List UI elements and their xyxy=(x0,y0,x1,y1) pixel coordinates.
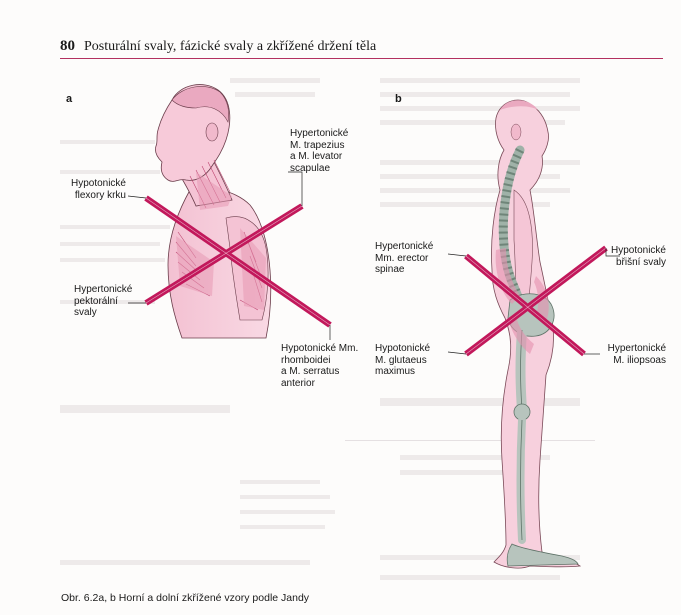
label-hypotonic-rhomboids: Hypotonické Mm. rhomboidei a M. serratus… xyxy=(281,343,358,389)
figure-caption: Obr. 6.2a, b Horní a dolní zkřížené vzor… xyxy=(57,592,313,604)
panel-a-letter: a xyxy=(66,93,72,105)
label-hypotonic-abdominals: Hypotonické břišní svaly xyxy=(596,245,666,268)
label-hypertonic-iliopsoas: Hypertonické M. iliopsoas xyxy=(596,343,666,366)
label-hypotonic-gluteus: Hypotonické M. glutaeus maximus xyxy=(375,343,430,378)
label-hypertonic-pectoral: Hypertonické pektorální svaly xyxy=(74,284,132,319)
full-body-illustration xyxy=(491,100,580,568)
label-hypertonic-erector-spinae: Hypertonické Mm. erector spinae xyxy=(375,241,433,276)
upper-body-illustration xyxy=(155,85,270,338)
label-hypertonic-trapezius: Hypertonické M. trapezius a M. levator s… xyxy=(290,128,348,174)
label-hypotonic-neck-flexors: Hypotonické flexory krku xyxy=(58,178,126,201)
panel-b-letter: b xyxy=(395,93,402,105)
